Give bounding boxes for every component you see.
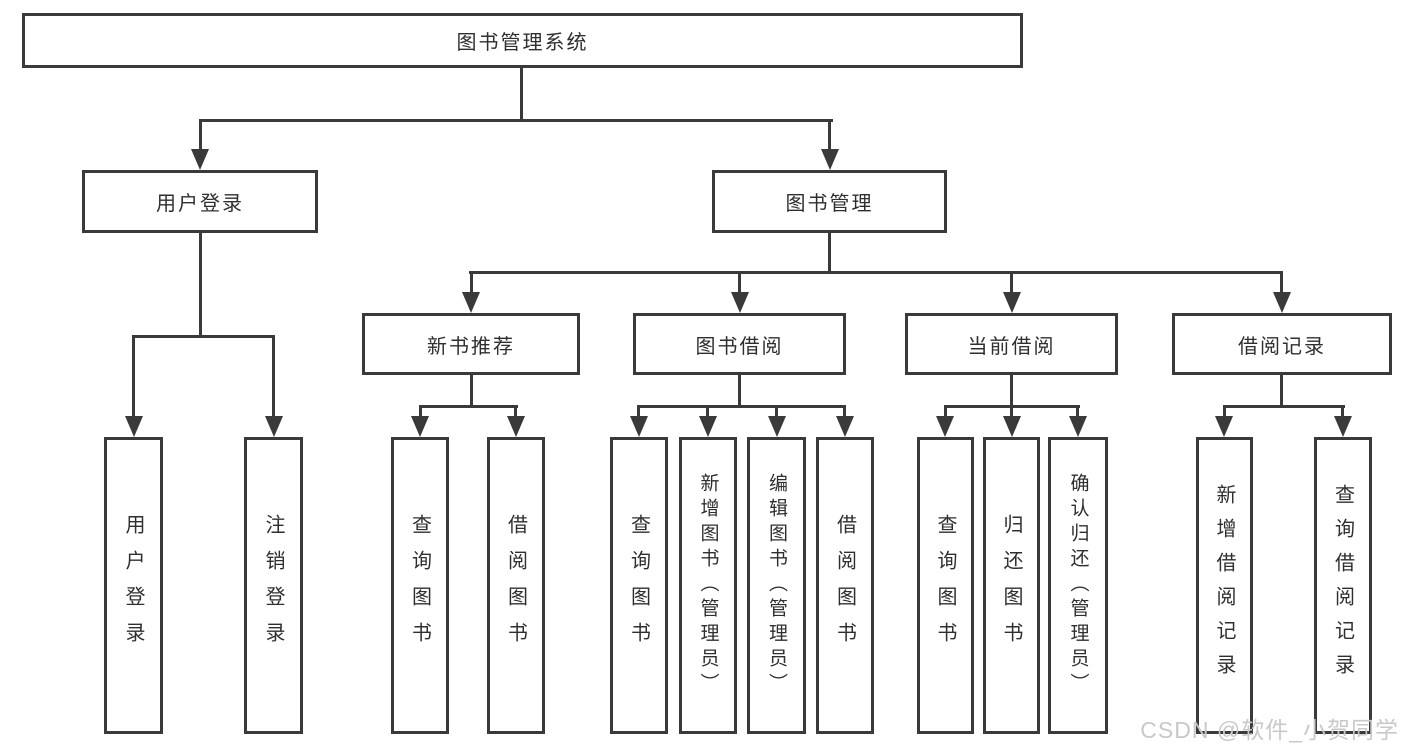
leaf-query-books-current-label: 查询图书 [934,513,956,658]
connector [1280,271,1283,295]
connector [199,119,833,122]
connector [1223,405,1226,419]
leaf-return-books-label: 归还图书 [1000,513,1022,658]
leaf-user-login-label: 用户登录 [122,513,144,658]
arrowhead-icon [462,292,480,313]
connector [520,68,523,121]
connector [828,233,831,273]
leaf-confirm-return-admin-label: 确认归还（管理员） [1067,473,1089,698]
arrowhead-icon [1003,416,1021,437]
connector [637,405,640,419]
arrowhead-icon [1215,416,1233,437]
connector [132,335,135,419]
node-book-management: 图书管理 [712,170,947,233]
connector [1341,405,1344,419]
leaf-query-books-borrow: 查询图书 [610,437,668,734]
arrowhead-icon [731,292,749,313]
connector [637,405,846,408]
leaf-add-book-admin-label: 新增图书（管理员） [697,473,719,698]
leaf-borrow-books-recommend-label: 借阅图书 [504,513,527,658]
arrowhead-icon [265,416,283,437]
connector [1010,375,1013,407]
arrowhead-icon [411,416,429,437]
node-root: 图书管理系统 [22,13,1023,68]
csdn-watermark: CSDN @软件_小贺同学 [1140,717,1399,743]
leaf-return-books: 归还图书 [983,437,1040,734]
arrowhead-icon [821,149,839,170]
connector [199,233,202,337]
arrowhead-icon [768,416,786,437]
leaf-add-book-admin: 新增图书（管理员） [679,437,737,734]
leaf-query-books-current: 查询图书 [917,437,974,734]
connector [706,405,709,419]
connector [828,119,831,152]
connector [1010,271,1013,295]
connector [843,405,846,419]
node-borrow-records: 借阅记录 [1172,313,1392,375]
leaf-query-borrow-record: 查询借阅记录 [1314,437,1372,734]
arrowhead-icon [630,416,648,437]
node-new-book-recommend: 新书推荐 [362,313,580,375]
arrowhead-icon [507,416,525,437]
connector [1280,375,1283,407]
leaf-query-books-recommend: 查询图书 [391,437,449,734]
connector [738,375,741,407]
leaf-user-login: 用户登录 [104,437,163,734]
node-user-login: 用户登录 [82,170,318,233]
connector [738,271,741,295]
leaf-add-borrow-record-label: 新增借阅记录 [1213,483,1235,688]
connector [1010,405,1013,419]
leaf-edit-book-admin-label: 编辑图书（管理员） [766,473,787,698]
leaf-borrow-books-label: 借阅图书 [833,513,856,658]
leaf-add-borrow-record: 新增借阅记录 [1196,437,1253,734]
arrowhead-icon [1069,416,1087,437]
connector [272,335,275,419]
connector [469,271,1282,274]
connector [199,119,202,152]
arrowhead-icon [699,416,717,437]
connector [944,405,947,419]
arrowhead-icon [125,416,143,437]
arrowhead-icon [191,149,209,170]
connector [419,405,518,408]
leaf-edit-book-admin: 编辑图书（管理员） [747,437,806,734]
connector [775,405,778,419]
connector [514,405,517,419]
leaf-confirm-return-admin: 确认归还（管理员） [1048,437,1108,734]
leaf-logout-label: 注销登录 [262,513,284,658]
arrowhead-icon [1003,292,1021,313]
leaf-query-books-recommend-label: 查询图书 [408,513,431,658]
connector [1076,405,1079,419]
leaf-query-books-borrow-label: 查询图书 [627,513,650,658]
connector [1223,405,1345,408]
arrowhead-icon [1273,292,1291,313]
leaf-borrow-books-recommend: 借阅图书 [487,437,545,734]
leaf-query-borrow-record-label: 查询借阅记录 [1331,483,1354,688]
connector [470,271,473,295]
node-current-borrow: 当前借阅 [905,313,1118,375]
connector [419,405,422,419]
arrowhead-icon [1334,416,1352,437]
arrowhead-icon [936,416,954,437]
connector [132,335,275,338]
arrowhead-icon [836,416,854,437]
node-book-borrow: 图书借阅 [633,313,846,375]
connector [470,375,473,407]
leaf-borrow-books: 借阅图书 [816,437,874,734]
leaf-logout: 注销登录 [244,437,303,734]
